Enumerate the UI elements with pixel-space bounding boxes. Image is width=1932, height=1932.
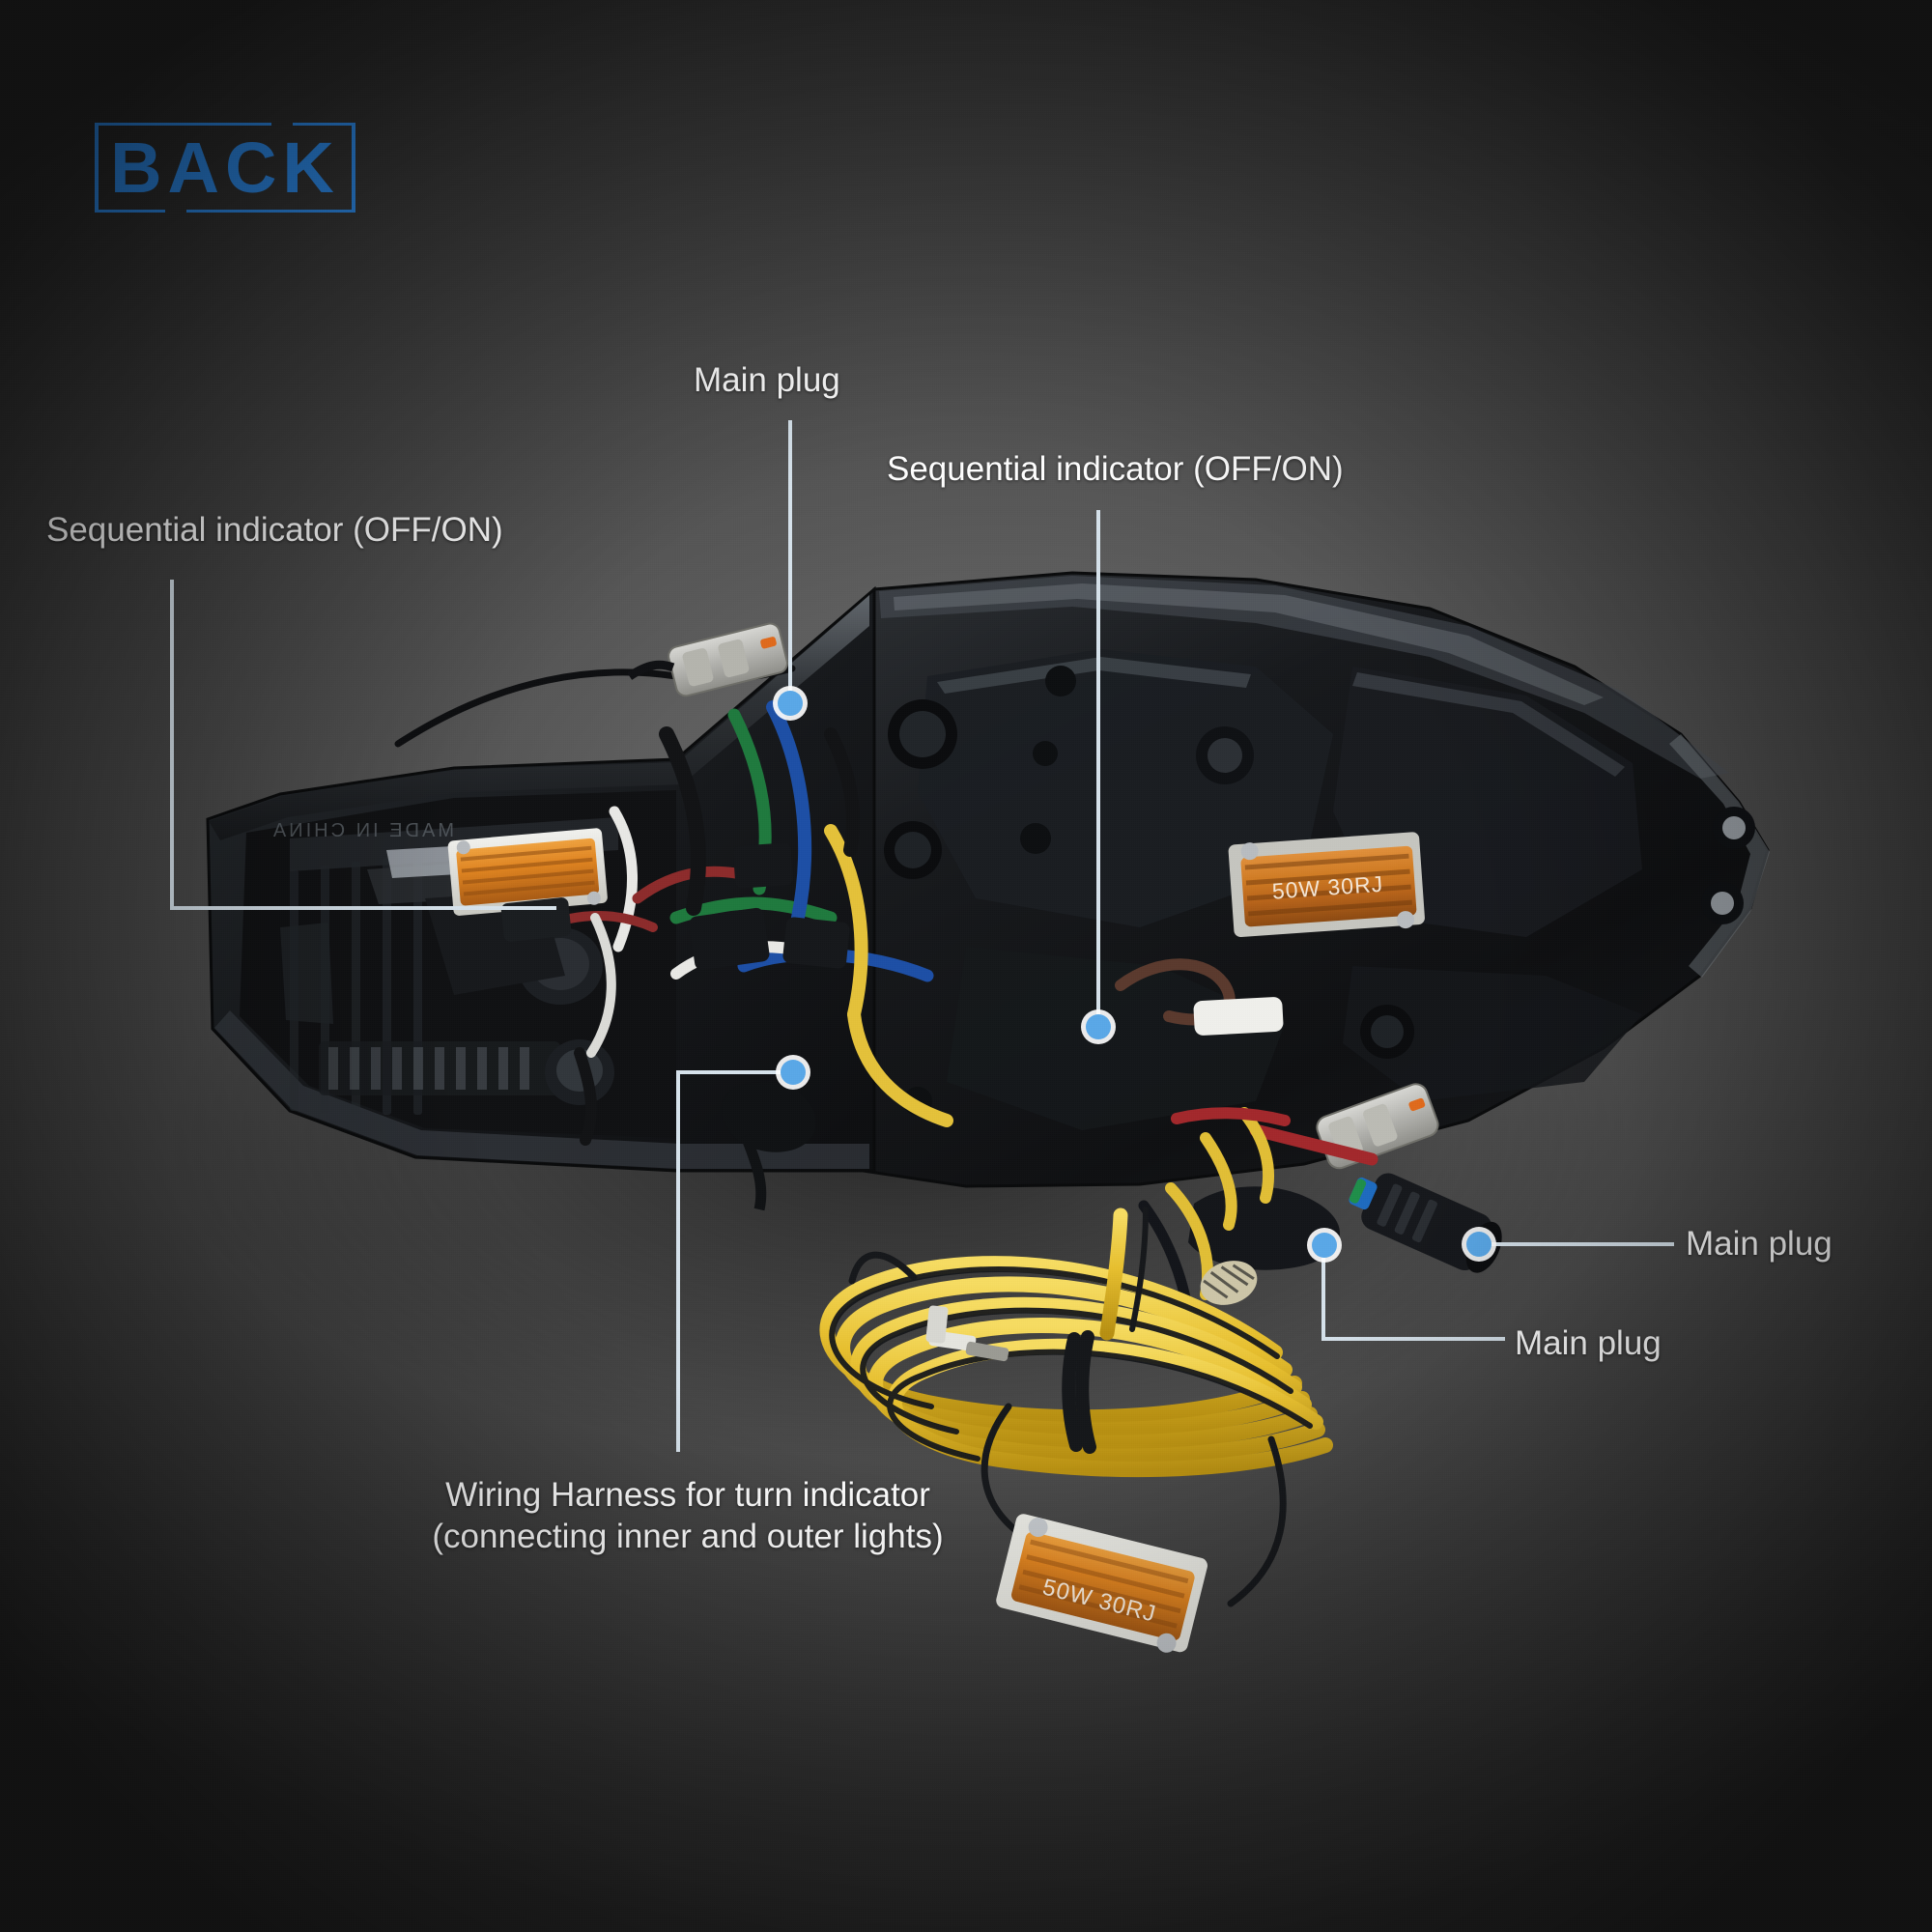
callout-label-sequential-left: Sequential indicator (OFF/ON)	[46, 511, 503, 549]
leader-seq-right	[1096, 510, 1100, 1032]
callout-label-main-plug-lower: Main plug	[1515, 1324, 1662, 1362]
badge-border-bottom-b	[186, 210, 355, 213]
resistor-loose: 50W 30RJ	[996, 1514, 1208, 1653]
resistor-inner-right: 50W 30RJ	[1228, 832, 1425, 938]
marker-seq-right	[1086, 1014, 1111, 1039]
molded-text: MADE IN CHINA	[270, 820, 454, 841]
leader-main-plug-lower-horizontal	[1321, 1337, 1505, 1341]
badge-label: BACK	[110, 127, 340, 208]
marker-main-plug-right	[1466, 1232, 1492, 1257]
marker-main-plug-lower	[1312, 1233, 1337, 1258]
callout-label-wiring-harness: Wiring Harness for turn indicator (conne…	[432, 1476, 944, 1555]
badge-border-top-b	[293, 123, 355, 126]
badge-border-top-a	[95, 123, 271, 126]
leader-seq-left-vertical	[170, 580, 174, 910]
badge-border-bottom-a	[95, 210, 165, 213]
leader-main-plug-top	[788, 420, 792, 700]
leader-harness-vertical	[676, 1070, 680, 1452]
leader-main-plug-right	[1476, 1242, 1674, 1246]
leader-main-plug-lower-vertical	[1321, 1244, 1325, 1341]
callout-label-sequential-right: Sequential indicator (OFF/ON)	[887, 450, 1344, 488]
callout-label-main-plug-right: Main plug	[1686, 1225, 1833, 1263]
back-badge: BACK	[95, 123, 355, 213]
marker-main-plug-top	[778, 691, 803, 716]
marker-harness	[781, 1060, 806, 1085]
leader-harness-horizontal	[676, 1070, 792, 1074]
leader-seq-left-horizontal	[170, 906, 556, 910]
callout-label-main-plug-top: Main plug	[694, 361, 840, 399]
